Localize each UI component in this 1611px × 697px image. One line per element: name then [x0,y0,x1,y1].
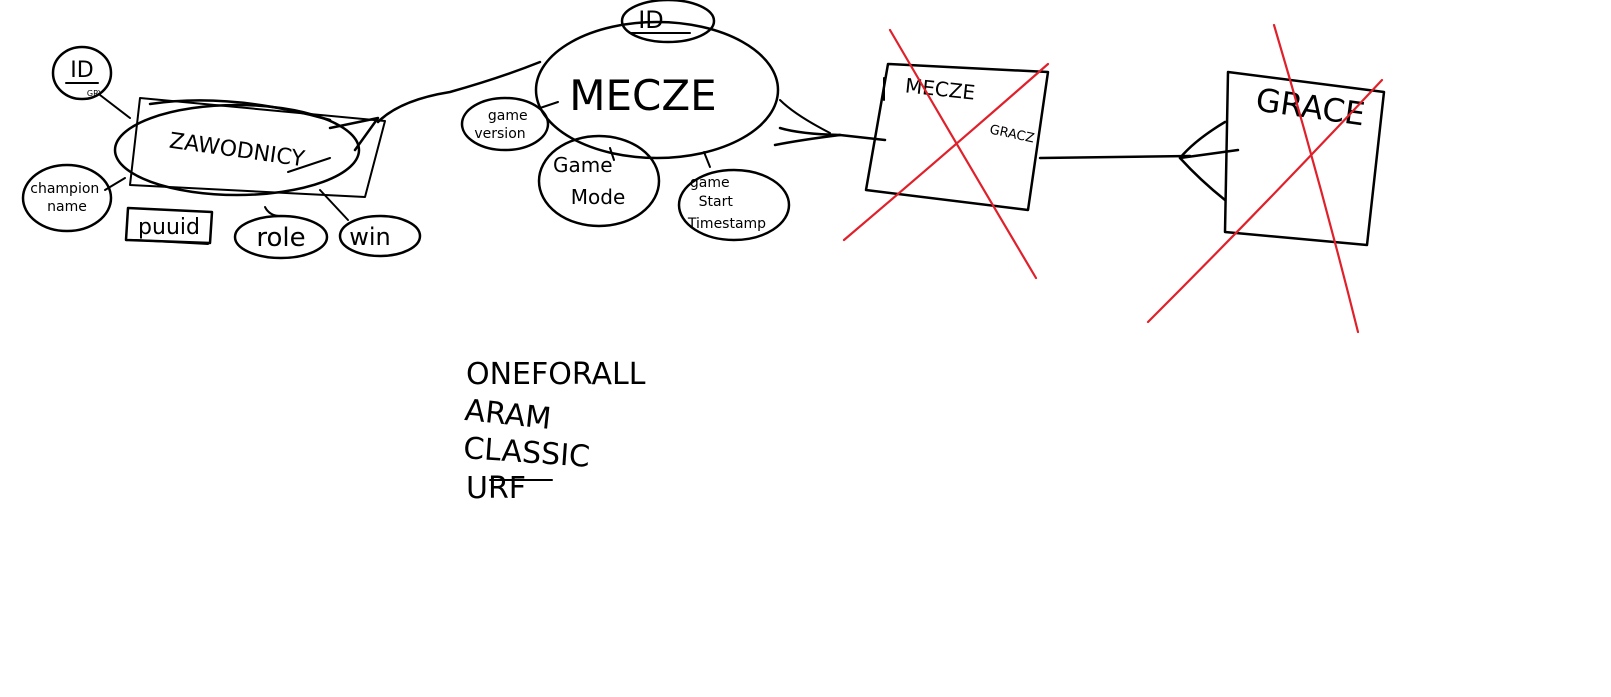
role-attribute: role [233,206,329,260]
champion-name-line-2: name [47,199,87,215]
game-start-timestamp-line-1: game [690,175,730,191]
mecze-meczebox-relationship [773,99,887,147]
game-start-timestamp-ellipse [677,168,791,242]
game-version-attribute: game version [460,96,559,152]
champion-name-line-1: champion [30,181,99,197]
zawodnicy-entity: ZAWODNICY [113,97,386,198]
grace-crow-middle [1178,148,1240,160]
zawodnicy-label: ZAWODNICY [168,129,307,173]
zawodnicy-id-label: ID [70,58,93,83]
champion-name-attribute: champion name [21,163,126,233]
mecze-entity: MECZE [534,20,780,160]
mecze-box-strike-1 [888,28,1038,280]
zawodnicy-id-attribute: ID GRY [51,45,131,119]
mecze-box-label: MECZE [904,73,976,104]
game-mode-item-3: URF [466,471,526,506]
zawodnicy-ellipse [113,103,361,197]
grace-crowfoot [1178,120,1227,202]
zawodnicy-mecze-line [376,60,542,124]
zawodnicy-id-connector [99,94,131,119]
zawodnicy-mecze-relationship [328,60,542,152]
zawodnicy-id-ellipse [51,45,113,101]
mecze-crow-bottom [773,133,842,147]
game-mode-label: Game Mode [553,153,625,209]
champion-name-ellipse [21,163,113,233]
game-mode-connector [609,147,615,161]
game-modes-list: ONEFORALL ARAM CLASSIC URF [462,357,646,506]
mecze-box-outline [864,62,1050,212]
game-start-timestamp-attribute: game Start Timestamp [677,151,791,242]
win-ellipse [338,214,422,258]
game-version-connector [539,101,559,109]
game-mode-ellipse [537,134,661,228]
champion-name-connector [104,177,126,191]
role-connector [264,206,284,218]
meczebox-grace-line [1038,154,1192,160]
game-start-timestamp-connector [703,151,711,168]
grace-box-outline [1223,70,1386,247]
puuid-underline [134,239,209,245]
puuid-attribute: puuid [124,206,214,245]
mecze-id-attribute: ID [620,0,716,44]
game-mode-line-2: Mode [571,185,626,209]
game-mode-attribute: Game Mode [537,134,661,228]
meczebox-grace-relationship [1038,120,1240,202]
win-connector [319,189,349,221]
mecze-label: MECZE [569,71,716,120]
game-mode-item-0: ONEFORALL [466,357,646,392]
zawodnicy-strike-stroke [287,157,331,173]
mecze-id-ellipse [620,0,716,44]
mecze-box-strike-2 [842,62,1050,242]
mecze-id-label: ID [638,6,664,34]
mecze-box-entity: MECZE GRACZ [842,28,1050,280]
mecze-ellipse [534,20,780,160]
role-label: role [256,223,305,253]
grace-strike-2 [1146,78,1384,324]
zawodnicy-id-sub-label: GRY [87,89,103,98]
mecze-meczebox-line [838,133,887,142]
win-attribute: win [319,189,422,258]
grace-strike-1 [1272,23,1360,334]
gracz-box-label: GRACZ [988,122,1035,146]
puuid-outline [124,206,214,245]
mecze-crow-upper [779,99,831,134]
puuid-label: puuid [138,215,200,240]
mecze-crow-top [778,126,842,137]
game-version-ellipse [460,96,550,152]
grace-entity: GRACE [1146,23,1386,334]
game-version-line-1: game [488,108,528,124]
game-start-timestamp-line-3: Timestamp [687,216,766,232]
game-mode-item-1: ARAM [463,393,553,437]
win-label: win [349,223,391,251]
game-version-line-2: version [474,126,525,142]
champion-name-label: champion name [30,181,103,215]
game-start-timestamp-label: game Start Timestamp [687,175,766,232]
game-start-timestamp-line-2: Start [699,194,734,210]
game-mode-line-1: Game [553,153,613,177]
game-version-label: game version [474,108,532,142]
zawodnicy-underline-stroke [148,99,332,122]
zawodnicy-crowfoot [328,116,380,152]
game-mode-item-2: CLASSIC [462,431,591,475]
